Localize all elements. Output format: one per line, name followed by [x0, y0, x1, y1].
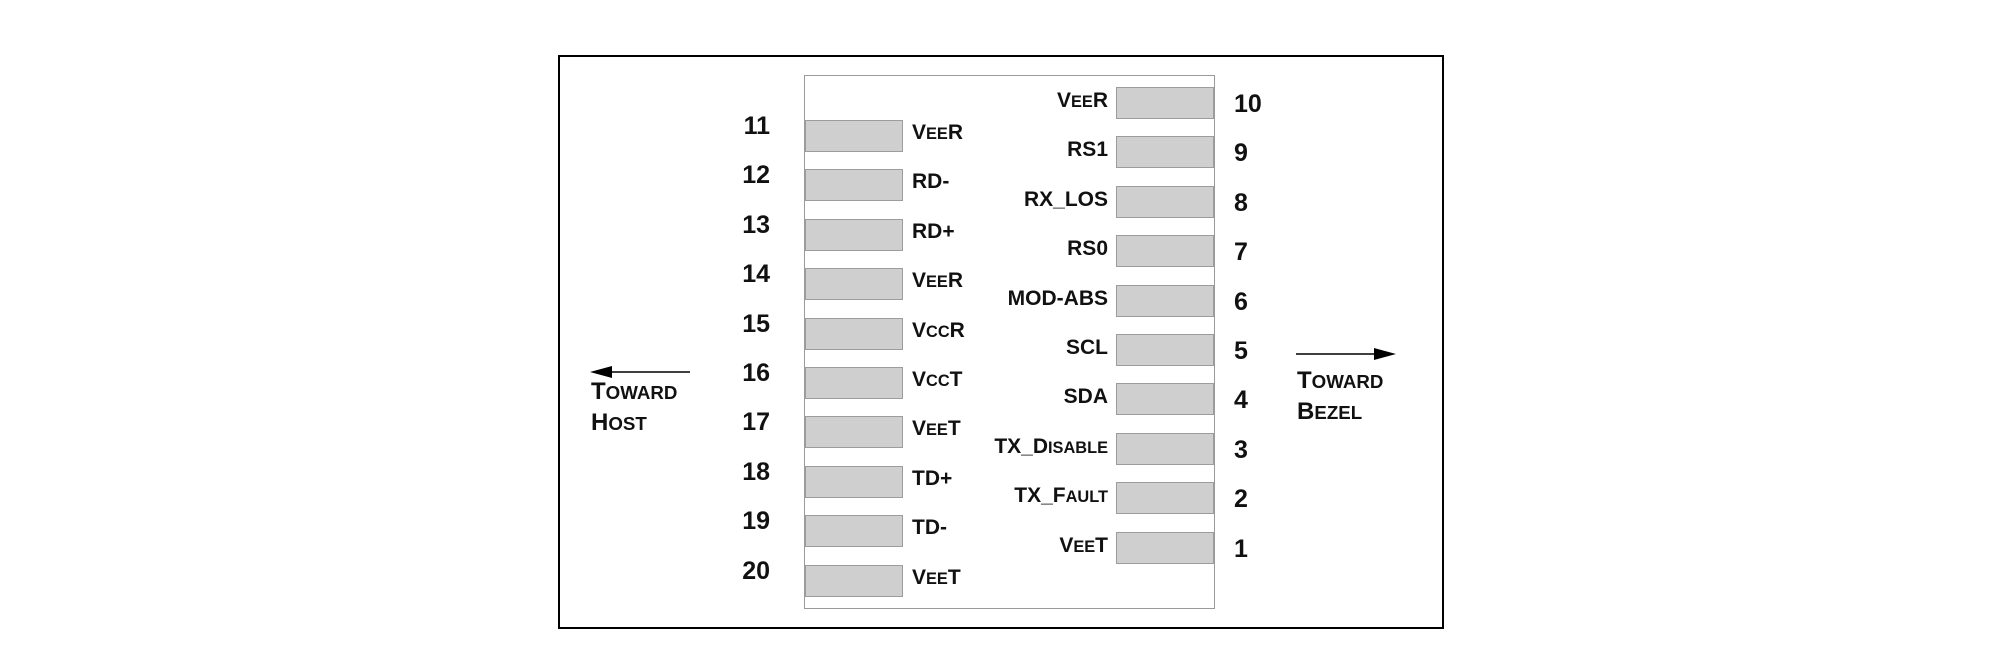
pin-signal-12: RD-	[912, 170, 950, 194]
pin-pad-16	[805, 367, 903, 399]
pin-number-1: 1	[1234, 534, 1248, 563]
pin-pad-14	[805, 268, 903, 301]
pin-signal-5: SCL	[1066, 336, 1108, 359]
direction-bezel-line2: BEZEL	[1297, 398, 1363, 426]
direction-label-host: TOWARD HOST	[591, 376, 677, 438]
pin-signal-10: VEER	[1056, 89, 1108, 112]
pin-number-20: 20	[742, 556, 770, 585]
pin-number-15: 15	[742, 309, 770, 338]
pin-number-5: 5	[1234, 337, 1248, 365]
pin-number-17: 17	[742, 408, 770, 437]
pin-number-8: 8	[1234, 188, 1248, 217]
pin-number-4: 4	[1234, 386, 1248, 415]
pin-number-19: 19	[742, 507, 770, 536]
pin-signal-3: TX_DISABLE	[994, 434, 1108, 458]
pin-pad-8	[1116, 185, 1214, 218]
pin-signal-2: TX_FAULT	[1014, 484, 1108, 508]
pin-pad-1	[1116, 531, 1214, 564]
pin-pad-12	[805, 169, 903, 202]
pin-pad-6	[1116, 284, 1214, 317]
arrow-right-icon	[1296, 348, 1396, 360]
diagram-frame	[558, 55, 1444, 629]
pin-pad-9	[1116, 136, 1214, 169]
pin-pad-13	[805, 218, 903, 251]
pin-signal-11: VEER	[912, 121, 964, 144]
pin-signal-18: TD+	[912, 466, 953, 490]
pin-pad-10	[1116, 87, 1214, 119]
pin-signal-17: VEET	[912, 417, 961, 441]
pin-number-18: 18	[742, 457, 770, 486]
pin-number-2: 2	[1234, 485, 1248, 514]
pin-signal-20: VEET	[912, 565, 961, 589]
pin-signal-19: TD-	[912, 516, 947, 540]
arrow-left-icon	[590, 366, 690, 378]
pin-pad-19	[805, 515, 903, 548]
pin-pad-11	[805, 120, 903, 152]
pin-signal-4: SDA	[1063, 385, 1108, 409]
pin-signal-1: VEET	[1059, 533, 1108, 557]
pin-signal-14: VEER	[912, 269, 964, 293]
pin-number-7: 7	[1234, 238, 1248, 267]
pin-number-11: 11	[743, 112, 770, 140]
pin-pad-17	[805, 416, 903, 449]
pin-pad-3	[1116, 432, 1214, 465]
pin-pad-18	[805, 465, 903, 498]
pin-number-10: 10	[1234, 90, 1262, 118]
pin-signal-9: RS1	[1067, 138, 1108, 162]
pin-pad-2	[1116, 482, 1214, 515]
pin-signal-7: RS0	[1067, 237, 1108, 261]
pin-number-16: 16	[742, 359, 770, 387]
direction-host-line1: TOWARD	[591, 378, 678, 405]
pin-number-6: 6	[1234, 287, 1248, 316]
direction-host-line2: HOST	[591, 409, 647, 437]
pin-pad-7	[1116, 235, 1214, 268]
pin-pad-20	[805, 564, 903, 597]
pin-number-9: 9	[1234, 139, 1248, 168]
pin-pad-15	[805, 317, 903, 350]
pin-pad-5	[1116, 334, 1214, 366]
pin-signal-16: VCCT	[912, 368, 963, 391]
pin-number-13: 13	[742, 210, 770, 239]
direction-label-bezel: TOWARD BEZEL	[1297, 365, 1383, 427]
pin-number-12: 12	[742, 161, 770, 190]
pin-signal-13: RD+	[912, 219, 955, 243]
pin-pad-4	[1116, 383, 1214, 416]
pin-signal-8: RX_LOS	[1023, 187, 1108, 211]
pin-number-14: 14	[742, 260, 770, 289]
direction-bezel-line1: TOWARD	[1297, 367, 1384, 394]
pin-number-3: 3	[1234, 435, 1248, 464]
pin-signal-15: VCCR	[912, 318, 965, 342]
pin-signal-6: MOD-ABS	[1007, 286, 1108, 310]
